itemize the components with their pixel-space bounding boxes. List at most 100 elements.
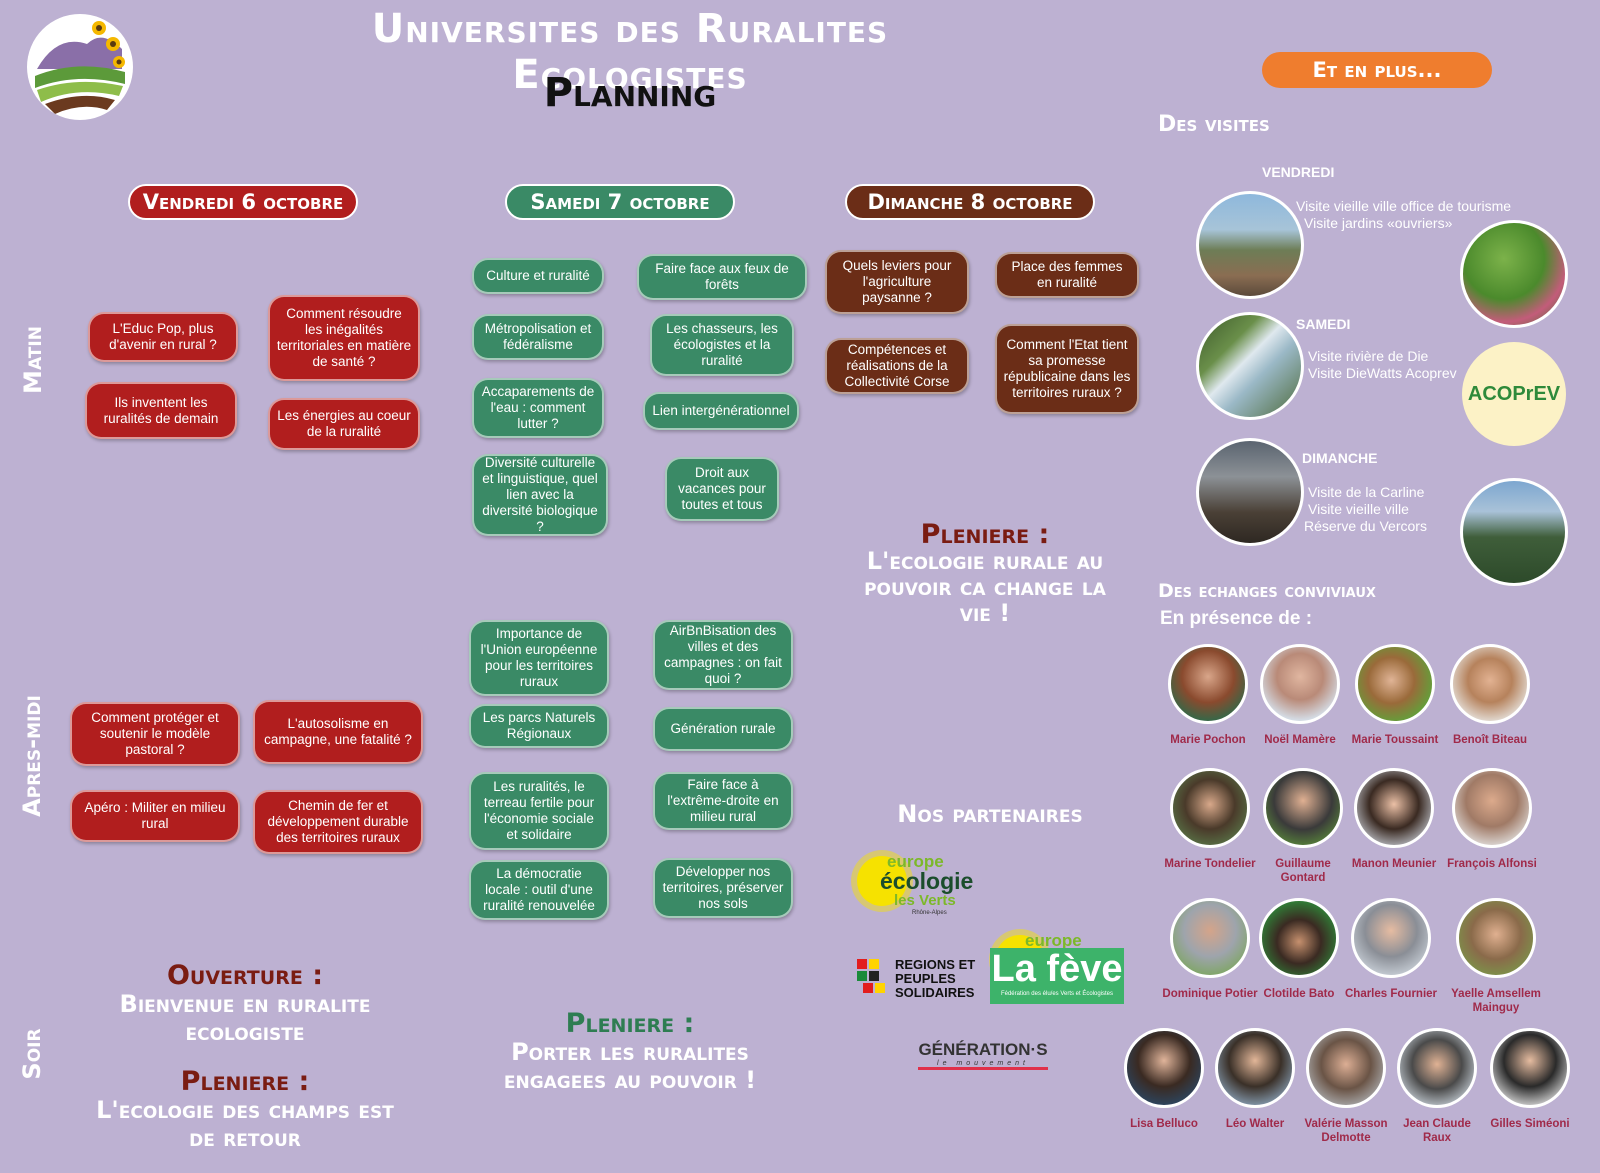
plenary-text: L'ecologie des champs est de retour [96,1096,394,1152]
session-box: Place des femmes en ruralité [995,252,1139,298]
eelv-logo-rhone-alpes: europe écologie les Verts Rhône-Alpes [852,848,987,923]
visits-title: Des visites [1158,112,1270,137]
person-name: Lisa Belluco [1130,1118,1198,1130]
lafeve-subtext: Fédération des élu/es Verts et Écologist… [1000,991,1114,997]
people-row-2: Marine Tondelier Guillaume Gontard Manon… [1162,768,1544,885]
person-name: Dominique Potier [1162,988,1258,1000]
photo-garden [1460,220,1568,328]
generations-subtext: le mouvement [918,1060,1048,1070]
person-card: Noël Mamère [1254,644,1346,747]
person-name: Yaelle Amsellem Mainguy [1451,988,1541,1014]
eelv-word-1: europe [887,852,944,871]
generations-text: GÉNÉRATION·S [918,1040,1048,1059]
session-box: Compétences et réalisations de la Collec… [825,338,969,394]
visit-text-sunday: Visite de la Carline Visite vieille vill… [1304,484,1427,535]
people-row-1: Marie Pochon Noël Mamère Marie Toussaint… [1162,644,1536,747]
person-name: Benoît Biteau [1452,734,1528,746]
session-box: Génération rurale [653,707,793,751]
person-card: Clotilde Bato [1258,898,1340,1015]
person-name: Valérie Masson Delmotte [1304,1118,1388,1144]
visit-line: Visite DieWatts Acoprev [1308,365,1457,381]
lafeve-logo: La fève Fédération des élu/es Verts et É… [990,948,1124,1004]
session-box: Comment l'Etat tient sa promesse républi… [995,324,1139,414]
person-name: François Alfonsi [1447,858,1537,870]
avatar [1306,1028,1386,1108]
session-box: Faire face aux feux de forêts [637,254,807,300]
session-box: Apéro : Militer en milieu rural [70,790,240,842]
person-name: Marie Toussaint [1351,734,1439,746]
people-row-3: Dominique Potier Clotilde Bato Charles F… [1162,898,1550,1015]
session-box: Comment protéger et soutenir le modèle p… [70,702,240,766]
person-name: Jean Claude Raux [1403,1118,1471,1144]
period-label-morning: Matin [19,326,47,394]
person-name: Noël Mamère [1264,734,1336,746]
avatar [1397,1028,1477,1108]
person-card: Yaelle Amsellem Mainguy [1442,898,1550,1015]
plenary-heading: Pleniere : [565,1008,695,1039]
session-box: Comment résoudre les inégalités territor… [268,295,420,381]
session-box: La démocratie locale : outil d'une rural… [469,860,609,920]
plenary-heading: Pleniere : [920,519,1050,550]
sunday-plenary: Pleniere : L'ecologie rurale au pouvoir … [845,519,1125,626]
person-name: Clotilde Bato [1263,988,1335,1000]
person-card: Manon Meunier [1348,768,1440,885]
session-box: Accaparements de l'eau : comment lutter … [472,378,604,438]
lafeve-text: La fève [991,948,1123,990]
session-box: Ils inventent les ruralités de demain [85,382,237,439]
avatar [1215,1028,1295,1108]
session-box: Culture et ruralité [472,258,604,294]
photo-river [1196,312,1304,420]
person-card: Marie Toussaint [1346,644,1444,747]
person-card: Marie Pochon [1162,644,1254,747]
sun-icon [857,856,907,906]
visit-text-saturday: Visite rivière de Die Visite DieWatts Ac… [1308,348,1457,382]
eelv-word-1: europe [1025,931,1082,950]
day-header-friday: Vendredi 6 octobre [128,184,358,220]
plenary-text: Porter les ruralites engagees au pouvoir… [503,1038,757,1094]
rps-text: REGIONS ET PEUPLES SOLIDAIRES [895,957,976,1000]
day-header-sunday: Dimanche 8 octobre [845,184,1095,220]
avatar [1170,768,1250,848]
visit-line: Visite rivière de Die [1308,348,1429,364]
avatar [1170,898,1250,978]
period-label-afternoon: Apres-midi [18,695,46,817]
visit-line: Visite jardins «ouvriers» [1304,215,1453,231]
person-card: François Alfonsi [1440,768,1544,885]
event-logo [27,14,133,120]
opening-text: Bienvenue en ruralite ecologiste [119,990,371,1046]
person-card: Lisa Belluco [1118,1028,1210,1145]
session-box: Importance de l'Union européenne pour le… [469,620,609,696]
person-card: Jean Claude Raux [1392,1028,1482,1145]
session-box: AirBnBisation des villes et des campagne… [653,620,793,690]
saturday-plenary: Pleniere : Porter les ruralites engagees… [480,1008,780,1095]
visit-day-sunday: DIMANCHE [1302,450,1378,466]
eelv-region: Rhône-Alpes [912,910,947,916]
avatar [1259,898,1339,978]
photo-old-town [1196,191,1304,299]
session-box: Les parcs Naturels Régionaux [469,704,609,748]
person-name: Léo Walter [1225,1118,1285,1130]
session-box: Chemin de fer et développement durable d… [253,790,423,854]
session-box: Les énergies au coeur de la ruralité [268,398,420,450]
exchanges-subtitle: En présence de : [1160,608,1313,629]
session-box: L'autosolisme en campagne, une fatalité … [253,700,423,764]
person-card: Valérie Masson Delmotte [1300,1028,1392,1145]
person-name: Charles Fournier [1344,988,1438,1000]
person-name: Gilles Siméoni [1490,1118,1570,1130]
visit-line: Visite vieille ville [1308,501,1409,517]
session-box: Développer nos territoires, préserver no… [653,858,793,918]
avatar [1351,898,1431,978]
visit-day-friday: VENDREDI [1262,164,1335,180]
person-card: Guillaume Gontard [1258,768,1348,885]
session-box: Diversité culturelle et linguistique, qu… [472,454,608,536]
avatar [1168,644,1248,724]
visit-line: Visite vieille ville office de tourisme [1296,198,1512,214]
photo-vercors [1460,478,1568,586]
rps-logo: REGIONS ET PEUPLES SOLIDAIRES [855,952,980,1006]
session-box: Droit aux vacances pour toutes et tous [665,457,779,521]
visit-line: Visite de la Carline [1308,484,1425,500]
visit-day-saturday: SAMEDI [1296,316,1351,332]
avatar [1355,644,1435,724]
page-title: Universites des Ruralites Ecologistes [371,6,889,98]
person-name: Marine Tondelier [1164,858,1256,870]
